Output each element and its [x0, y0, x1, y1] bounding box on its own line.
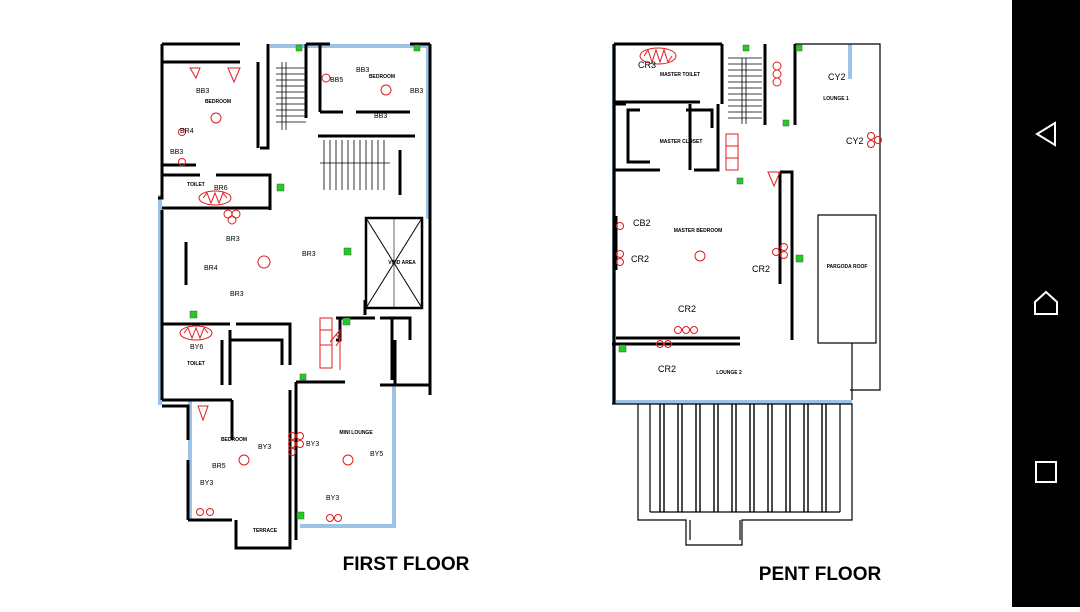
void-area	[364, 216, 424, 310]
svg-text:BB5: BB5	[330, 77, 343, 84]
svg-text:CR2: CR2	[658, 364, 676, 374]
floor-plan-drawing: BEDROOM BEDROOM TOILET TOILET BEDROOM MI…	[158, 42, 882, 585]
stairs	[728, 57, 762, 124]
drawing-viewer: BEDROOM BEDROOM TOILET TOILET BEDROOM MI…	[158, 42, 882, 585]
system-navigation-bar	[1012, 0, 1080, 607]
svg-text:BB3: BB3	[356, 67, 369, 74]
square-recents-icon	[1035, 461, 1057, 483]
point-markers	[189, 44, 421, 520]
windows	[158, 44, 430, 528]
svg-text:BY3: BY3	[306, 441, 319, 448]
svg-text:MASTER TOILET: MASTER TOILET	[660, 72, 700, 78]
pent-floor-title: PENT FLOOR	[759, 564, 882, 585]
svg-text:MINI LOUNGE: MINI LOUNGE	[339, 430, 373, 436]
triangle-back-icon	[1035, 121, 1056, 147]
svg-text:PARGODA ROOF: PARGODA ROOF	[827, 264, 868, 270]
circle-home-icon	[1034, 290, 1058, 315]
svg-text:BB3: BB3	[374, 113, 387, 120]
svg-text:BB3: BB3	[410, 88, 423, 95]
svg-text:BR3: BR3	[226, 236, 240, 243]
svg-text:VOID AREA: VOID AREA	[388, 260, 416, 266]
svg-text:CR2: CR2	[678, 304, 696, 314]
fitting-labels: CR3 CY2 CY2 CB2 CR2 CR2 CR2 CR2	[631, 60, 864, 374]
first-floor-title: FIRST FLOOR	[343, 554, 470, 575]
svg-text:MASTER CLOSET: MASTER CLOSET	[660, 139, 703, 145]
svg-text:TOILET: TOILET	[187, 361, 205, 367]
back-button[interactable]	[1026, 114, 1066, 154]
svg-text:BY3: BY3	[200, 480, 213, 487]
first-floor-plan: BEDROOM BEDROOM TOILET TOILET BEDROOM MI…	[158, 42, 470, 575]
svg-text:BR3: BR3	[230, 291, 244, 298]
svg-text:BB3: BB3	[196, 88, 209, 95]
room-labels: BEDROOM BEDROOM TOILET TOILET BEDROOM MI…	[187, 74, 416, 534]
point-markers	[618, 44, 804, 353]
svg-text:BR4: BR4	[204, 265, 218, 272]
terrace-stairs	[659, 404, 827, 512]
fitting-labels: BB3 BB5 BB3 BB3 BB3 BR4 BB3 BR6 BR3 BR4 …	[170, 67, 423, 502]
svg-text:BR5: BR5	[212, 463, 226, 470]
svg-text:CR3: CR3	[638, 60, 656, 70]
svg-text:LOUNGE 2: LOUNGE 2	[716, 370, 742, 376]
svg-text:BY5: BY5	[370, 451, 383, 458]
svg-text:LOUNGE 1: LOUNGE 1	[823, 96, 849, 102]
walls	[158, 42, 432, 550]
walls	[612, 42, 797, 404]
electrical-marks	[178, 67, 392, 522]
svg-text:TOILET: TOILET	[187, 182, 205, 188]
svg-text:CR2: CR2	[631, 254, 649, 264]
svg-text:BY3: BY3	[258, 444, 271, 451]
svg-text:BB3: BB3	[170, 149, 183, 156]
home-button[interactable]	[1026, 283, 1066, 323]
stairs	[276, 62, 390, 190]
room-labels: MASTER TOILET MASTER CLOSET MASTER BEDRO…	[660, 72, 868, 376]
electrical-marks	[616, 47, 882, 348]
svg-text:BR4: BR4	[180, 128, 194, 135]
pent-floor-plan: MASTER TOILET MASTER CLOSET MASTER BEDRO…	[612, 42, 882, 585]
svg-text:MASTER BEDROOM: MASTER BEDROOM	[674, 228, 723, 234]
svg-text:CY2: CY2	[828, 72, 846, 82]
svg-text:TERRACE: TERRACE	[253, 528, 278, 534]
svg-text:CR2: CR2	[752, 264, 770, 274]
recents-button[interactable]	[1026, 452, 1066, 492]
svg-text:BR3: BR3	[302, 251, 316, 258]
svg-text:BEDROOM: BEDROOM	[221, 437, 247, 443]
svg-text:BEDROOM: BEDROOM	[205, 99, 231, 105]
outline	[612, 43, 881, 546]
svg-text:CB2: CB2	[633, 218, 651, 228]
svg-text:CY2: CY2	[846, 136, 864, 146]
svg-text:BR6: BR6	[214, 185, 228, 192]
svg-text:BY6: BY6	[190, 344, 203, 351]
svg-text:BY3: BY3	[326, 495, 339, 502]
svg-text:BEDROOM: BEDROOM	[369, 74, 395, 80]
